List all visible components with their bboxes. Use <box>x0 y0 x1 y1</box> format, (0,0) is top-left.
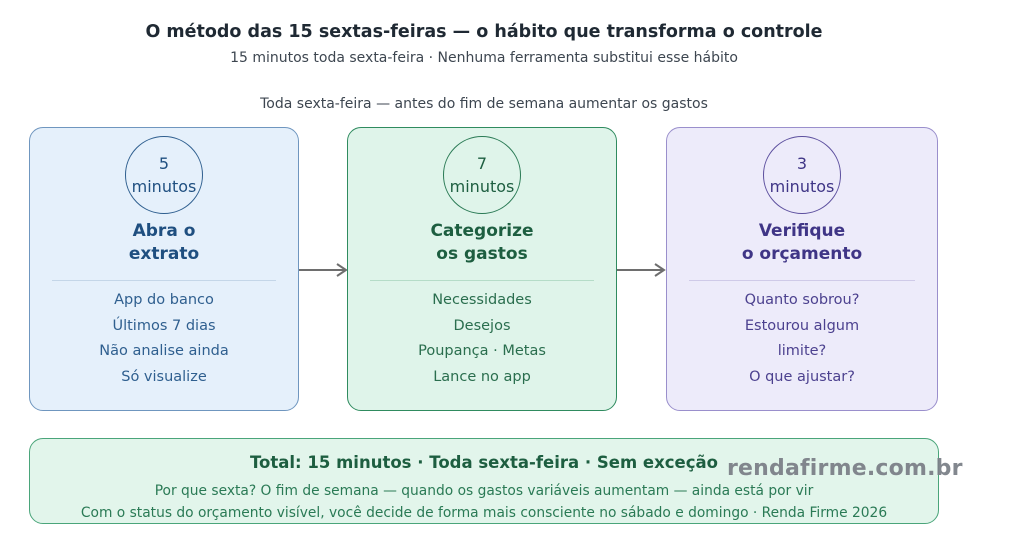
diagram-subtitle: 15 minutos toda sexta-feira · Nenhuma fe… <box>230 50 738 66</box>
arrow-right-icon <box>617 263 666 277</box>
list-item: limite? <box>777 343 827 360</box>
step-items: Necessidades Desejos Poupança · Metas La… <box>360 288 604 390</box>
diagram-title: O método das 15 sextas-feiras — o hábito… <box>145 22 823 42</box>
list-item: Desejos <box>453 317 511 334</box>
minutes-badge: 3 minutos <box>763 136 841 214</box>
list-item: Necessidades <box>432 292 532 308</box>
list-item: Estourou algum <box>744 317 860 334</box>
list-item: Quanto sobrou? <box>744 292 860 308</box>
step-items: Quanto sobrou? Estourou algum limite? O … <box>679 288 925 390</box>
minutes-value: 7 <box>476 154 488 173</box>
divider <box>370 280 594 281</box>
summary-title: Total: 15 minutos · Toda sexta-feira · S… <box>249 453 718 472</box>
summary-conclusion: Com o status do orçamento visível, você … <box>80 505 888 521</box>
list-item: Poupança · Metas <box>418 343 546 360</box>
list-item: O que ajustar? <box>749 368 855 385</box>
minutes-label: minutos <box>131 177 197 196</box>
step-title: Categorize os gastos <box>348 220 616 266</box>
step-title: Abra o extrato <box>30 220 298 266</box>
minutes-label: minutos <box>449 177 515 196</box>
divider <box>52 280 276 281</box>
divider <box>689 280 915 281</box>
list-item: Lance no app <box>433 368 531 385</box>
step-title-line: Categorize <box>430 221 534 241</box>
minutes-badge: 5 minutos <box>125 136 203 214</box>
step-title-line: Abra o <box>132 221 196 241</box>
summary-reason: Por que sexta? O fim de semana — quando … <box>154 483 814 499</box>
list-item: Não analise ainda <box>99 343 229 360</box>
step-title-line: extrato <box>128 244 200 264</box>
minutes-badge: 7 minutos <box>443 136 521 214</box>
step-card-check-budget: 3 minutos Verifique o orçamento Quanto s… <box>666 127 938 411</box>
minutes-value: 3 <box>796 154 808 173</box>
list-item: App do banco <box>114 292 214 308</box>
minutes-label: minutos <box>769 177 835 196</box>
step-title-line: Verifique <box>758 221 846 241</box>
step-items: App do banco Últimos 7 dias Não analise … <box>42 288 286 390</box>
step-title: Verifique o orçamento <box>667 220 937 266</box>
step-card-open-statement: 5 minutos Abra o extrato App do banco Úl… <box>29 127 299 411</box>
minutes-value: 5 <box>158 154 170 173</box>
summary-card <box>29 438 939 524</box>
step-title-line: os gastos <box>436 244 528 264</box>
timing-note: Toda sexta-feira — antes do fim de seman… <box>260 96 708 112</box>
watermark: rendafirme.com.br <box>727 456 963 481</box>
step-title-line: o orçamento <box>741 244 863 264</box>
arrow-right-icon <box>299 263 348 277</box>
list-item: Só visualize <box>121 368 207 385</box>
list-item: Últimos 7 dias <box>112 317 216 334</box>
step-card-categorize: 7 minutos Categorize os gastos Necessida… <box>347 127 617 411</box>
